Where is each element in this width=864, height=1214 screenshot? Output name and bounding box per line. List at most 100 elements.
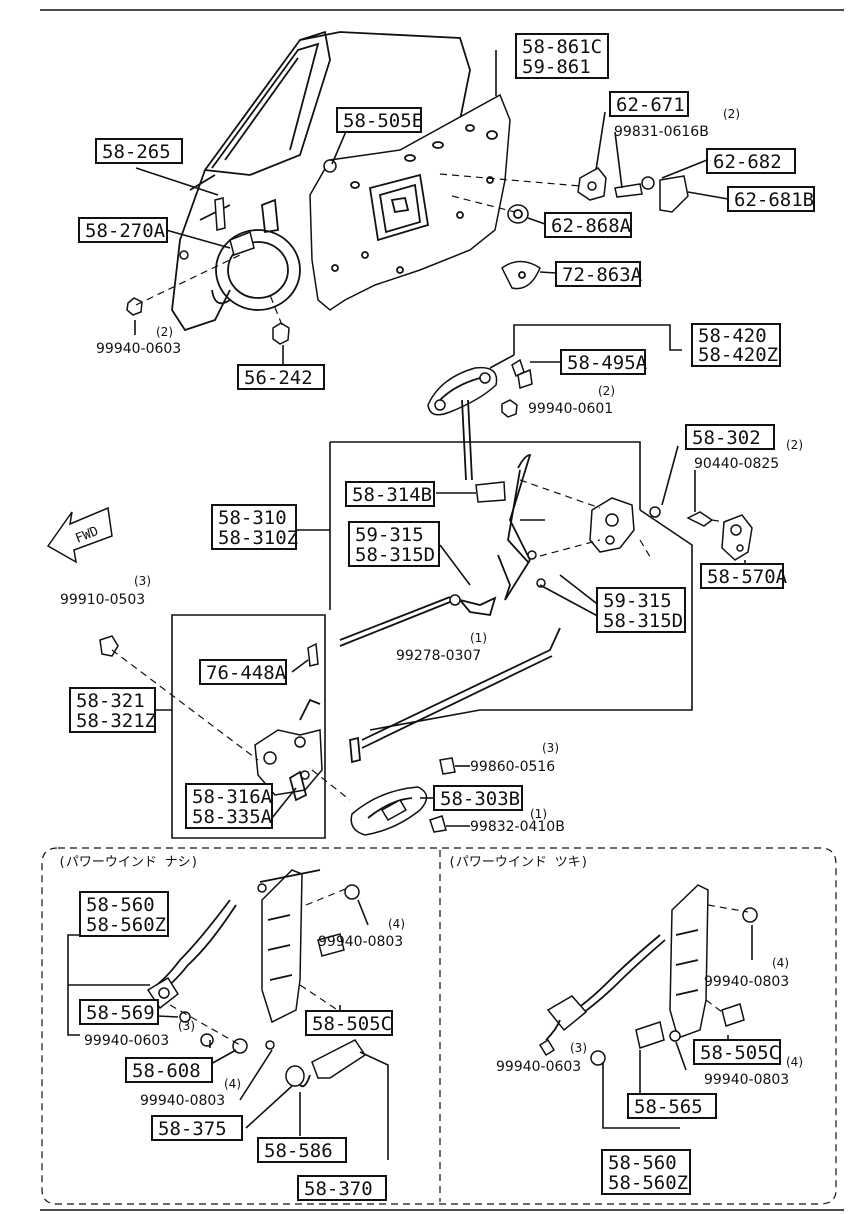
label-box-62-671 [609,91,689,117]
part-58-560-a: 58-560 [86,894,155,916]
hardware-codes: 99831-0616B (2) 99940-0603 (2) 99940-060… [60,107,803,1109]
part-58-608: 58-608 [132,1060,201,1082]
label-box-76-448a [199,659,287,685]
label-box-58-586 [257,1137,347,1163]
part-72-863a: 72-863A [562,264,643,286]
label-box-72-863a [555,261,641,287]
part-58-315d-a: 58-315D [355,544,435,566]
door-shell-drawing [171,30,471,332]
striker-drawing [661,445,753,566]
part-58-315d-b: 58-315D [603,610,683,632]
code-99940-0603-top: 99940-0603 [96,341,181,357]
part-58-265: 58-265 [102,141,171,163]
label-box-62-868a [544,212,632,238]
code-99940-0603-c: 99940-0603 [496,1059,581,1075]
part-62-682: 62-682 [713,151,782,173]
qty-99860-0516: (3) [542,741,559,755]
power-regulator-drawing [538,884,758,1066]
part-58-570a: 58-570A [707,566,788,588]
label-box-58-505c-a [305,1010,393,1036]
top-leaders [134,50,729,365]
outside-handle-drawing [427,358,533,481]
code-99860-0516: 99860-0516 [470,759,555,775]
qty-99910-0503: (3) [134,574,151,588]
part-labels: 58-861C 59-861 58-505E 58-265 58-270A 62… [69,33,815,1201]
code-90440-0825: 90440-0825 [694,456,779,472]
label-box-58-565 [627,1093,717,1119]
part-58-505c-a: 58-505C [312,1013,392,1035]
part-58-420: 58-420 [698,325,767,347]
bracket-lines [155,324,693,819]
label-box-58-303b [433,785,523,811]
label-box-56-242 [237,364,325,390]
part-62-681b: 62-681B [734,189,814,211]
qty-99940-0803-d: (4) [786,1055,803,1069]
label-box-58-265 [95,138,183,164]
label-box-58-505c-b [693,1039,781,1065]
qty-90440-0825: (2) [786,438,803,452]
label-box-58-321 [69,687,156,733]
inside-handle-drawing [350,757,470,836]
label-box-58-861c [515,33,609,79]
part-58-505e: 58-505E [343,110,423,132]
label-box-62-681b [727,186,815,212]
part-59-315-a: 59-315 [355,524,424,546]
label-box-58-375 [151,1115,243,1141]
part-58-560-b: 58-560 [608,1152,677,1174]
code-99940-0603-b: 99940-0603 [84,1033,169,1049]
code-99940-0803-c: 99940-0803 [704,974,789,990]
section-caption-manual: (パワーウインド ナシ) [58,855,198,870]
code-99831-0616b: 99831-0616B [614,124,709,140]
part-59-315-b: 59-315 [603,590,672,612]
qty-99278-0307: (1) [470,631,487,645]
part-58-586: 58-586 [264,1140,333,1162]
label-box-58-495a [560,349,646,375]
label-box-58-270a [78,217,168,243]
qty-99940-0803-b: (4) [224,1077,241,1091]
label-box-58-302 [685,424,775,450]
latch-mechanism-drawing [329,441,661,764]
part-62-671: 62-671 [616,94,685,116]
qty-99940-0803-c: (4) [772,956,789,970]
part-58-420z: 58-420Z [698,344,778,366]
part-58-560z-b: 58-560Z [608,1172,688,1194]
label-box-58-314b [345,481,435,507]
label-box-58-316a [185,783,273,829]
code-99940-0803-d: 99940-0803 [704,1072,789,1088]
section-caption-power: (パワーウインド ツキ) [448,855,588,870]
part-58-310z: 58-310Z [218,527,298,549]
part-58-302: 58-302 [692,427,761,449]
part-58-335a: 58-335A [192,806,273,828]
label-box-58-370 [297,1175,387,1201]
bottom-section-frames [41,847,837,1205]
label-box-58-569 [79,999,159,1025]
code-99278-0307: 99278-0307 [396,648,481,664]
part-58-565: 58-565 [634,1096,703,1118]
code-99940-0601: 99940-0601 [528,401,613,417]
label-box-58-570a [700,563,784,589]
code-99940-0803-b: 99940-0803 [140,1093,225,1109]
part-58-375: 58-375 [158,1118,227,1140]
part-58-314b: 58-314B [352,484,432,506]
part-58-560z-a: 58-560Z [86,914,166,936]
hinge-bracket-drawing [126,167,689,345]
part-58-861c: 58-861C [522,36,602,58]
qty-99940-0601: (2) [598,384,615,398]
manual-regulator-drawing [146,869,367,1088]
part-76-448a: 76-448A [206,662,287,684]
part-58-370: 58-370 [304,1178,373,1200]
qty-99940-0803-a: (4) [388,917,405,931]
part-58-303b: 58-303B [440,788,520,810]
part-62-868a: 62-868A [551,215,632,237]
label-box-58-560-b [601,1149,691,1195]
code-99940-0803-a: 99940-0803 [318,934,403,950]
part-58-310: 58-310 [218,507,287,529]
qty-99940-0603-b: (3) [178,1019,195,1033]
part-58-505c-b: 58-505C [700,1042,780,1064]
label-box-59-315-b [596,587,686,633]
part-58-321z: 58-321Z [76,710,156,732]
label-box-58-560-a [79,891,169,937]
door-trim-panel-drawing [309,93,511,311]
label-box-58-608 [125,1057,213,1083]
